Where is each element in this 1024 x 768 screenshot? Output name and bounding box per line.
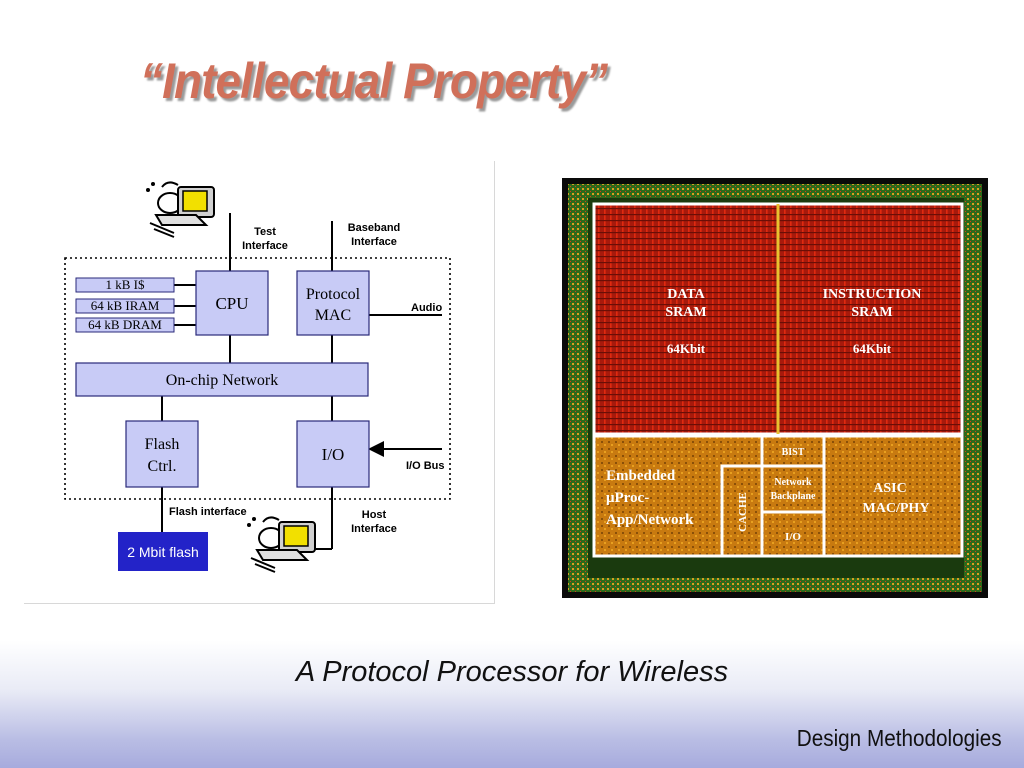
block-diagram-panel: 1 kB I$ 64 kB IRAM 64 kB DRAM CPU Protoc… <box>24 161 495 604</box>
onchip-network-block <box>75 362 369 397</box>
data-sram-size: 64Kbit <box>667 341 706 356</box>
block-diagram: 1 kB I$ 64 kB IRAM 64 kB DRAM CPU Protoc… <box>64 181 451 573</box>
iram-label: 64 kB IRAM <box>91 298 160 313</box>
cpu-block <box>195 270 269 336</box>
icache-box <box>75 277 175 293</box>
backplane-label-2: Backplane <box>770 491 816 502</box>
memory-stack: 1 kB I$ 64 kB IRAM 64 kB DRAM <box>75 277 175 333</box>
test-label-1: Test <box>254 226 276 238</box>
slide-footer: Design Methodologies <box>797 725 1002 751</box>
dram-label: 64 kB DRAM <box>88 317 162 332</box>
chip-boundary <box>64 257 451 500</box>
cache-label: CACHE <box>737 492 749 532</box>
slide-caption: A Protocol Processor for Wireless <box>295 656 729 688</box>
flash-ctrl-label-1: Flash <box>145 436 180 453</box>
instr-sram-size: 64Kbit <box>853 341 892 356</box>
test-label-2: Interface <box>242 240 288 252</box>
iram-box <box>75 298 175 314</box>
slide-title: “Intellectual Property” <box>140 53 608 109</box>
backplane-label-1: Network <box>774 477 812 488</box>
computer-user-icon <box>146 181 215 238</box>
dram-box <box>75 317 175 333</box>
instr-sram-label-1: INSTRUCTION <box>823 287 922 302</box>
cpu-label: CPU <box>215 294 248 313</box>
connector-lines <box>161 213 442 550</box>
embedded-label-2: μProc- <box>606 490 649 506</box>
protocol-mac-block <box>296 270 370 336</box>
embedded-label-1: Embedded <box>606 468 676 484</box>
network-label: On-chip Network <box>166 372 278 389</box>
host-label-2: Interface <box>351 523 397 535</box>
die-photo: DATA SRAM 64Kbit INSTRUCTION SRAM 64Kbit… <box>562 178 988 598</box>
io-label: I/O <box>322 445 345 464</box>
baseband-label-1: Baseband <box>348 222 401 234</box>
block-outlines <box>720 434 964 558</box>
host-label-1: Host <box>362 509 387 521</box>
audio-label: Audio <box>411 302 442 314</box>
computer-user-icon-bottom <box>247 516 316 573</box>
baseband-label-2: Interface <box>351 236 397 248</box>
flash-ctrl-label-2: Ctrl. <box>148 458 177 475</box>
flash-chip-label: 2 Mbit flash <box>127 544 199 560</box>
asic-label-1: ASIC <box>873 481 906 496</box>
die-photo-graphic: DATA SRAM 64Kbit INSTRUCTION SRAM 64Kbit… <box>568 184 982 592</box>
instr-sram-label-2: SRAM <box>851 305 892 320</box>
flash-chip-block <box>118 532 208 571</box>
data-sram-label-1: DATA <box>667 287 705 302</box>
mac-label: MAC <box>315 307 351 324</box>
io-block <box>296 420 370 488</box>
icache-label: 1 kB I$ <box>106 277 146 292</box>
bist-label: BIST <box>782 447 805 458</box>
data-sram-label-2: SRAM <box>665 305 706 320</box>
logic-region <box>594 436 962 556</box>
protocol-label: Protocol <box>306 286 361 303</box>
asic-label-2: MAC/PHY <box>863 501 930 516</box>
embedded-label-3: App/Network <box>606 512 694 528</box>
die-io-label: I/O <box>785 531 801 543</box>
flash-interface-label: Flash interface <box>169 506 247 518</box>
flash-ctrl-block <box>125 420 199 488</box>
io-bus-label: I/O Bus <box>406 460 445 472</box>
